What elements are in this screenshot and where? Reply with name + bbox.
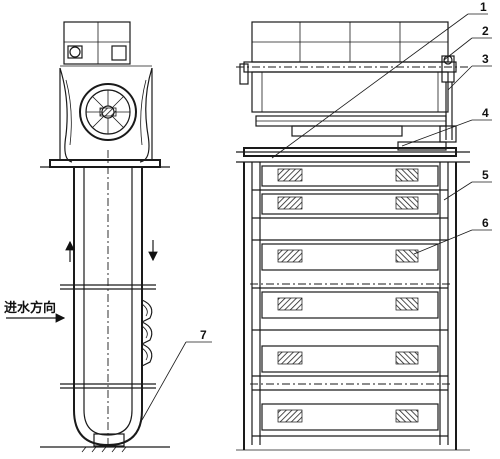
side-frame [59,65,153,163]
drive-chain [439,82,457,143]
callout-2: 2 [482,24,489,38]
screen-panels [250,165,450,437]
callout-3: 3 [482,52,489,66]
screen-panel [261,243,439,271]
side-screen-channel [60,150,156,445]
front-view [236,21,470,451]
screen-frame [236,162,470,451]
platform [236,147,470,163]
travel-arrows [65,240,158,262]
head-shaft [236,55,468,113]
debris-baskets [141,299,153,367]
inlet-label: 进水方向 [4,300,56,316]
screen-panel [261,345,439,373]
inlet-direction: 进水方向 [4,300,66,323]
callout-7: 7 [200,328,207,342]
cleaning-bar [255,115,447,151]
screen-panel [261,193,439,215]
callout-6: 6 [482,216,489,230]
callout-5: 5 [482,168,489,182]
head-sprocket [79,83,137,141]
top-cover [251,21,449,63]
screen-panel [261,165,439,187]
callout-1: 1 [480,0,487,14]
side-view: 进水方向 [4,21,170,453]
bottom-return-bend [40,395,170,453]
screen-panel [261,291,439,319]
callout-4: 4 [482,106,489,120]
screen-panel [261,403,439,431]
callouts: 1 2 3 4 5 6 7 [141,0,492,421]
side-drive-housing [63,21,131,65]
